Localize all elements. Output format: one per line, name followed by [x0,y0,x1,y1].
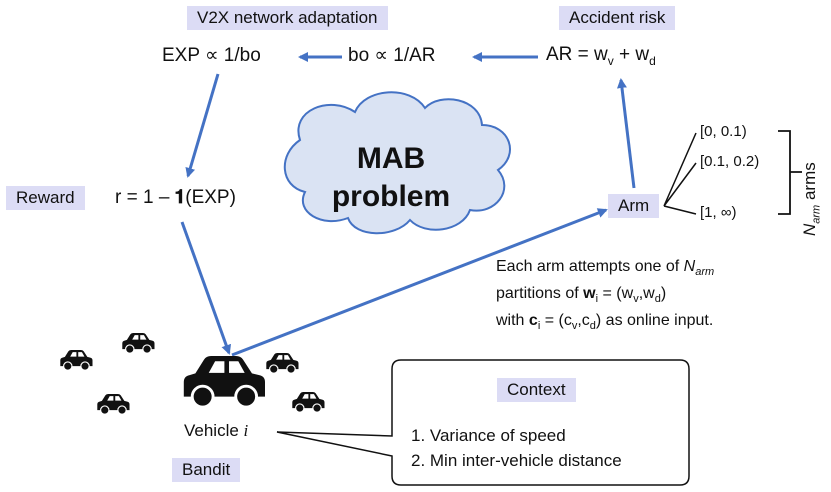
car-icon [266,353,299,374]
car-icon [122,333,155,354]
arm-branches [663,132,697,215]
bandit-label: Bandit [172,458,241,482]
mab-problem-title: MAB problem [331,142,451,213]
arm-interval: [0, 0.1) [700,123,747,140]
context-callout [276,359,690,486]
bo-equation: bo ∝ 1/AR [348,45,436,66]
context-label: Context [497,378,576,402]
mab-cloud [283,91,511,235]
car-icon [60,350,93,371]
context-item: 2. Min inter-vehicle distance [411,451,622,470]
ar-equation: AR = wv + wd [546,44,656,68]
arm-count-label: Narm arms [800,162,823,236]
arrow-reward-to-vehicle [180,221,232,355]
car-icon [292,392,325,413]
context-item: 1. Variance of speed [411,426,566,445]
arm-interval: [0.1, 0.2) [700,153,760,170]
arm-description: Each arm attempts one of Narm partitions… [496,258,715,333]
arm-interval: [1, ∞) [700,204,737,221]
car-icon [183,356,265,409]
v2x-label: V2X network adaptation [187,6,388,30]
vehicle-label: Vehicle i [184,421,249,440]
reward-label: Reward [6,186,85,210]
reward-equation: r = 1 – 𝟏(EXP) [115,187,236,208]
arm-label: Arm [608,194,660,218]
exp-equation: EXP ∝ 1/bo [162,45,261,66]
arrow-arm-to-ar [616,78,636,189]
context-list: 1. Variance of speed 2. Min inter-vehicl… [411,423,622,473]
arm-bracket [778,130,802,215]
arrow-exp-to-reward [185,73,220,178]
arrow-vehicle-to-arm [231,208,608,357]
car-icon [97,394,130,415]
accident-risk-label: Accident risk [559,6,676,30]
